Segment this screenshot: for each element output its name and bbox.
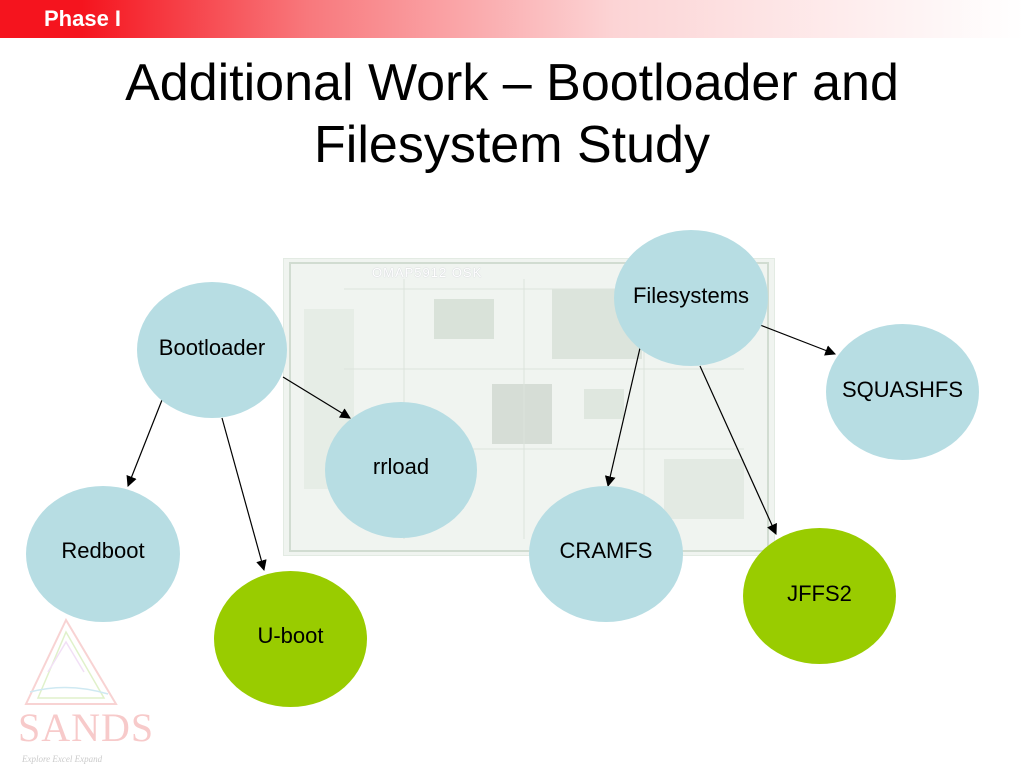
node-jffs2-label: JFFS2 bbox=[787, 581, 852, 606]
node-cramfs: CRAMFS bbox=[529, 486, 683, 622]
logo-tagline: Explore Excel Expand bbox=[22, 754, 103, 764]
sands-logo: SANDS Explore Excel Expand bbox=[8, 612, 153, 768]
node-uboot: U-boot bbox=[214, 571, 367, 707]
edge-bootloader-uboot bbox=[221, 417, 267, 572]
node-bootloader-label: Bootloader bbox=[158, 335, 266, 360]
node-rrload-label: rrload bbox=[372, 454, 430, 479]
edge-filesystems-cramfs bbox=[604, 347, 641, 488]
slide-title-line-1: Additional Work – Bootloader and bbox=[125, 54, 899, 112]
node-redboot-label: Redboot bbox=[61, 538, 145, 563]
phase-header-bar: Phase I bbox=[0, 0, 1024, 38]
node-cramfs-label: CRAMFS bbox=[559, 538, 653, 563]
edge-filesystems-squashfs bbox=[759, 324, 837, 356]
edge-bootloader-rrload bbox=[282, 376, 351, 419]
slide-title: Additional Work – Bootloader and Filesys… bbox=[0, 52, 1024, 176]
edge-filesystems-jffs2 bbox=[699, 365, 777, 535]
node-squashfs: SQUASHFS bbox=[826, 324, 979, 460]
node-bootloader: Bootloader bbox=[137, 282, 287, 418]
node-squashfs-label: SQUASHFS bbox=[841, 377, 964, 402]
board-label: OMAP5912 OSK bbox=[372, 265, 483, 280]
node-uboot-label: U-boot bbox=[257, 623, 324, 648]
node-filesystems: Filesystems bbox=[614, 230, 768, 366]
slide-title-line-2: Filesystem Study bbox=[314, 116, 710, 174]
logo-text: SANDS bbox=[18, 705, 155, 750]
phase-label: Phase I bbox=[44, 6, 122, 31]
node-filesystems-label: Filesystems bbox=[632, 283, 750, 308]
sands-logo-triangle-icon bbox=[24, 617, 118, 705]
node-rrload: rrload bbox=[325, 402, 477, 538]
node-redboot: Redboot bbox=[26, 486, 180, 622]
edge-bootloader-redboot bbox=[126, 399, 163, 488]
node-jffs2: JFFS2 bbox=[743, 528, 896, 664]
